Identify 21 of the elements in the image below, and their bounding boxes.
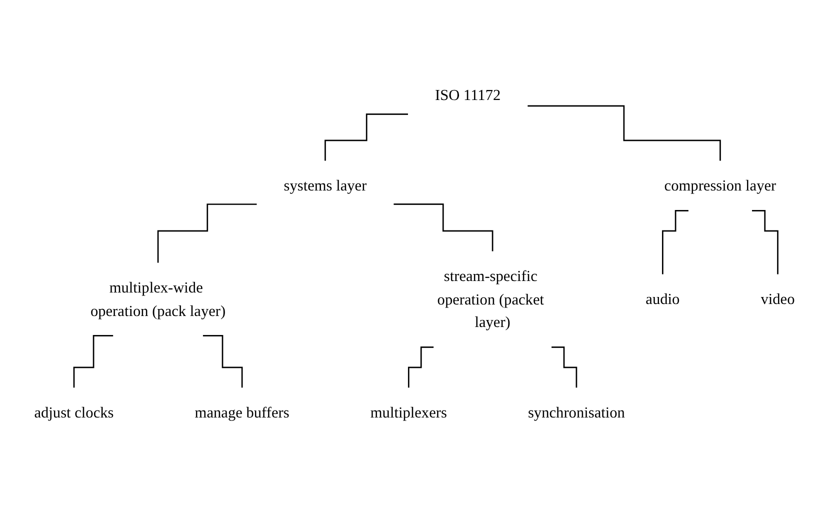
connector xyxy=(662,210,688,275)
node-text: video xyxy=(760,290,795,308)
node-text: compression layer xyxy=(664,176,776,194)
node-text: multiplexers xyxy=(370,404,447,422)
connector xyxy=(157,204,257,264)
node-text: multiplex-wide operation (pack layer) xyxy=(90,278,226,320)
node-text: manage buffers xyxy=(194,404,290,422)
connector xyxy=(202,335,243,388)
node-text: adjust clocks xyxy=(34,404,114,422)
connector xyxy=(752,210,778,275)
node-text: ISO 11172 xyxy=(435,86,501,104)
node-text: stream-specific operation (packet layer) xyxy=(437,268,544,331)
node-text: audio xyxy=(646,290,680,308)
connector xyxy=(528,105,721,162)
connector xyxy=(324,114,408,162)
connector xyxy=(73,335,114,388)
node-text: systems layer xyxy=(284,176,367,194)
connector xyxy=(408,346,434,388)
connector xyxy=(394,204,494,252)
connector xyxy=(552,346,578,388)
node-text: synchronisation xyxy=(528,404,625,422)
